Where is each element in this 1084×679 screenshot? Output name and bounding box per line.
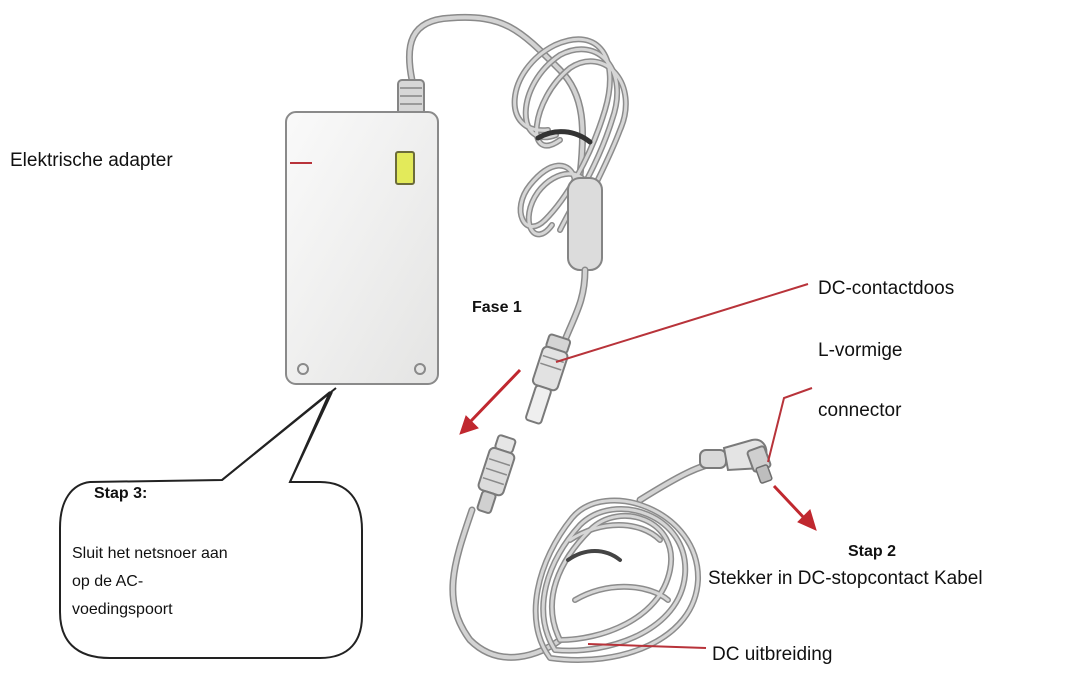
step2-description: Stekker in DC-stopcontact Kabel (708, 568, 983, 589)
upper-cable (405, 13, 587, 179)
dc-socket-label: DC-contactdoos (818, 278, 955, 299)
extension-pointer-line (587, 643, 707, 649)
step3-line-3: voedingspoort (72, 601, 173, 618)
adapter-label: Elektrische adapter (10, 150, 173, 171)
stap2-arrow-head-icon (797, 509, 817, 531)
ferrite-bead (567, 177, 603, 271)
upper-cable-coil (511, 36, 629, 238)
fase1-arrow-head-icon (459, 415, 479, 435)
l-shaped-label: L-vormige (818, 340, 903, 361)
connector-pointer-line (767, 387, 813, 463)
l-shaped-connector (699, 438, 773, 484)
dc-plug (476, 434, 517, 514)
cable-to-socket (561, 266, 589, 344)
power-adapter (285, 79, 439, 385)
step3-instructions: Sluit het netsnoer aan op de AC- voeding… (72, 540, 332, 624)
fase1-arrow-icon (468, 368, 522, 424)
step2-title: Stap 2 (848, 543, 897, 560)
step3-line-2: op de AC- (72, 573, 144, 590)
pointer-lines (290, 162, 813, 649)
step3-line-1: Sluit het netsnoer aan (72, 545, 228, 562)
callout-bubble (59, 387, 363, 659)
dc-socket (525, 333, 572, 425)
step3-title: Stap 3: (94, 485, 148, 502)
direction-arrows (459, 368, 817, 531)
socket-pointer-line (555, 283, 809, 363)
dc-extension-label: DC uitbreiding (712, 644, 833, 665)
stap2-arrow-icon (772, 484, 808, 522)
power-indicator-icon (395, 151, 415, 185)
extension-cable-coil (532, 497, 702, 663)
connector-label: connector (818, 400, 902, 421)
fase1-label: Fase 1 (472, 299, 522, 316)
